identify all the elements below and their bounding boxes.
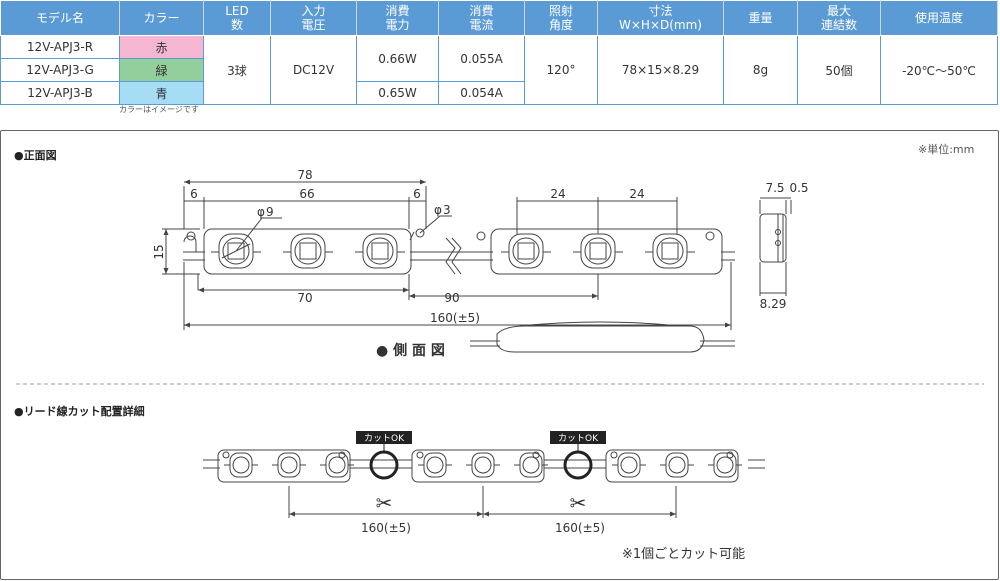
scissors-icon: ✂ xyxy=(570,491,587,515)
header-size: 寸法 W×H×D(mm) xyxy=(597,0,724,36)
model-cell: 12V-APJ3-G xyxy=(0,58,120,82)
cut-ok-label: カットOK xyxy=(364,433,405,444)
cut-dim-160: 160(±5) xyxy=(555,521,605,535)
dim-24-left: 24 xyxy=(550,187,565,201)
size-cell: 78×15×8.29 xyxy=(597,35,724,105)
dim-78: 78 xyxy=(297,168,312,182)
header-power: 消費 電力 xyxy=(356,0,439,36)
led-cell: 3球 xyxy=(203,35,271,105)
cut-dim-160: 160(±5) xyxy=(361,521,411,535)
dim-phi9: 9 xyxy=(266,205,274,219)
dim-phi9-symbol: φ xyxy=(257,205,265,219)
max-chain-cell: 50個 xyxy=(797,35,881,105)
lead-cut-title: ●リード線カット配置詳細 xyxy=(14,405,145,418)
cut-ok-label: カットOK xyxy=(558,433,599,444)
header-weight: 重量 xyxy=(723,0,798,36)
header-angle: 照射 角度 xyxy=(524,0,598,36)
dim-24-right: 24 xyxy=(629,187,644,201)
front-view-title: ●正面図 xyxy=(14,149,57,162)
header-temp: 使用温度 xyxy=(880,0,998,36)
color-cell: 緑 xyxy=(119,58,204,82)
current-cell: 0.054A xyxy=(438,81,525,105)
header-model: モデル名 xyxy=(0,0,120,36)
spec-table: モデル名 カラー LED 数 入力 電圧 消費 電力 消費 電流 照射 角度 寸… xyxy=(0,0,998,105)
power-cell: 0.66W xyxy=(356,35,439,82)
voltage-cell: DC12V xyxy=(270,35,357,105)
unit-note: ※単位:mm xyxy=(918,143,975,156)
header-voltage: 入力 電圧 xyxy=(270,0,357,36)
current-cell: 0.055A xyxy=(438,35,525,82)
dim-6-left: 6 xyxy=(190,187,198,201)
dim-phi3-symbol: φ xyxy=(434,203,442,217)
side-view-title: ● 側 面 図 xyxy=(376,342,445,359)
dim-phi3: 3 xyxy=(443,203,451,217)
dim-160: 160(±5) xyxy=(430,311,480,325)
diagram-panel xyxy=(0,130,999,580)
header-current: 消費 電流 xyxy=(438,0,525,36)
temp-cell: -20℃〜50℃ xyxy=(880,35,998,105)
model-cell: 12V-APJ3-R xyxy=(0,35,120,59)
cut-note: ※1個ごとカット可能 xyxy=(622,546,745,562)
dim-15: 15 xyxy=(152,244,166,259)
scissors-icon: ✂ xyxy=(376,491,393,515)
color-cell: 青 xyxy=(119,81,204,105)
dim-0-5: 0.5 xyxy=(789,181,808,195)
dim-7-5: 7.5 xyxy=(765,181,784,195)
dim-66: 66 xyxy=(299,187,314,201)
model-cell: 12V-APJ3-B xyxy=(0,81,120,105)
dim-8-29: 8.29 xyxy=(760,297,787,311)
dim-6-right: 6 xyxy=(413,187,421,201)
dim-90: 90 xyxy=(444,291,459,305)
dim-70: 70 xyxy=(297,291,312,305)
power-cell: 0.65W xyxy=(356,81,439,105)
angle-cell: 120° xyxy=(524,35,598,105)
color-note: カラーはイメージです xyxy=(119,105,199,114)
